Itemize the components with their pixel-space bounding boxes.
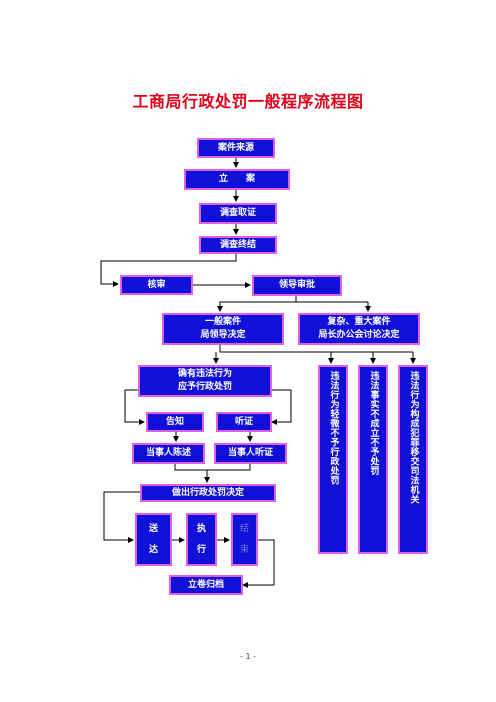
close-line1: 结 xyxy=(239,523,249,534)
archive-box: 立卷归档 xyxy=(169,575,243,595)
filing-box: 立 案 xyxy=(184,169,290,190)
party-statement-box: 当事人陈述 xyxy=(132,443,205,464)
fact-not-established-text: 违法事实不成立不予处罚 xyxy=(368,371,379,476)
page-title: 工商局行政处罚一般程序流程图 xyxy=(132,92,364,111)
hearing-box: 听证 xyxy=(216,412,272,432)
page-number: - 1 - xyxy=(240,652,256,661)
deliver-box: 送达 xyxy=(135,513,172,566)
general-case-line1: 一般案件 xyxy=(204,317,241,327)
crime-transfer-box: 违法行为构成犯罪移交司法机关 xyxy=(398,365,428,554)
review-box: 核审 xyxy=(120,275,193,295)
major-case-line1: 复杂、重大案件 xyxy=(327,317,391,327)
confirmed-violation-line1: 确有违法行为 xyxy=(177,369,232,379)
party-hearing-box: 当事人听证 xyxy=(214,443,287,464)
case-source-box: 案件来源 xyxy=(197,138,275,158)
execute-line1: 执 xyxy=(196,523,206,534)
make-decision-box: 做出行政处罚决定 xyxy=(140,484,276,502)
investigation-end-box: 调查终结 xyxy=(199,236,277,254)
deliver-line1: 送 xyxy=(148,523,158,534)
fact-not-established-box: 违法事实不成立不予处罚 xyxy=(358,365,388,554)
confirmed-violation-box: 确有违法行为应予行政处罚 xyxy=(138,365,272,397)
deliver-line2: 达 xyxy=(148,544,158,555)
general-case-box: 一般案件局领导决定 xyxy=(162,313,284,345)
general-case-line2: 局领导决定 xyxy=(200,330,246,340)
notify-box: 告知 xyxy=(146,412,204,432)
execute-box: 执行 xyxy=(186,513,217,566)
crime-transfer-text: 违法行为构成犯罪移交司法机关 xyxy=(408,371,419,504)
leader-review-box: 领导审批 xyxy=(252,275,342,296)
minor-no-penalty-text: 违法行为轻微不予行政处罚 xyxy=(328,371,339,485)
confirmed-violation-line2: 应予行政处罚 xyxy=(177,382,232,392)
close-box: 结束 xyxy=(231,513,258,566)
execute-line2: 行 xyxy=(196,544,206,555)
major-case-line2: 局长办公会讨论决定 xyxy=(318,330,400,340)
investigate-box: 调查取证 xyxy=(199,203,277,224)
minor-no-penalty-box: 违法行为轻微不予行政处罚 xyxy=(318,365,348,554)
close-line2: 束 xyxy=(239,544,249,555)
major-case-box: 复杂、重大案件局长办公会讨论决定 xyxy=(298,313,420,345)
